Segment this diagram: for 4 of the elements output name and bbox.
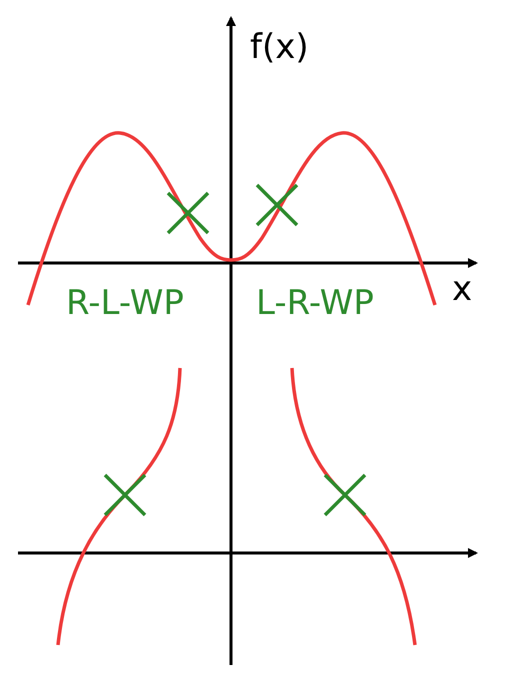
inflection-label: R-L-WP [66,286,184,320]
axis-label: f(x) [250,30,309,64]
inflection-label: L-R-WP [256,286,374,320]
axis-label: x [452,272,472,306]
